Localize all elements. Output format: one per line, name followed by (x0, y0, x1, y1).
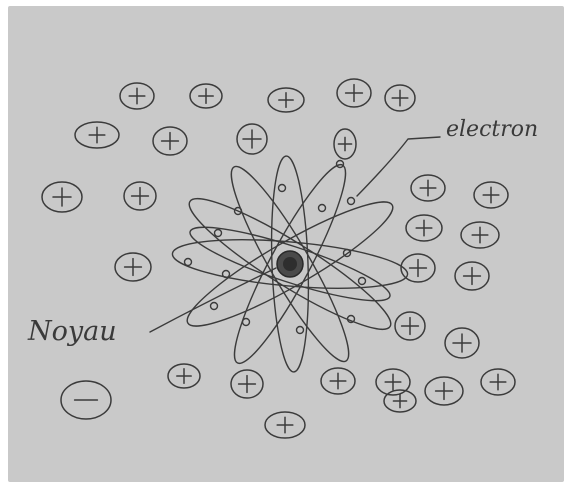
nucleus-label: Noyau (27, 316, 117, 347)
nucleus (277, 251, 303, 277)
electron-label: electron (446, 117, 538, 142)
nucleus-center (283, 257, 297, 271)
